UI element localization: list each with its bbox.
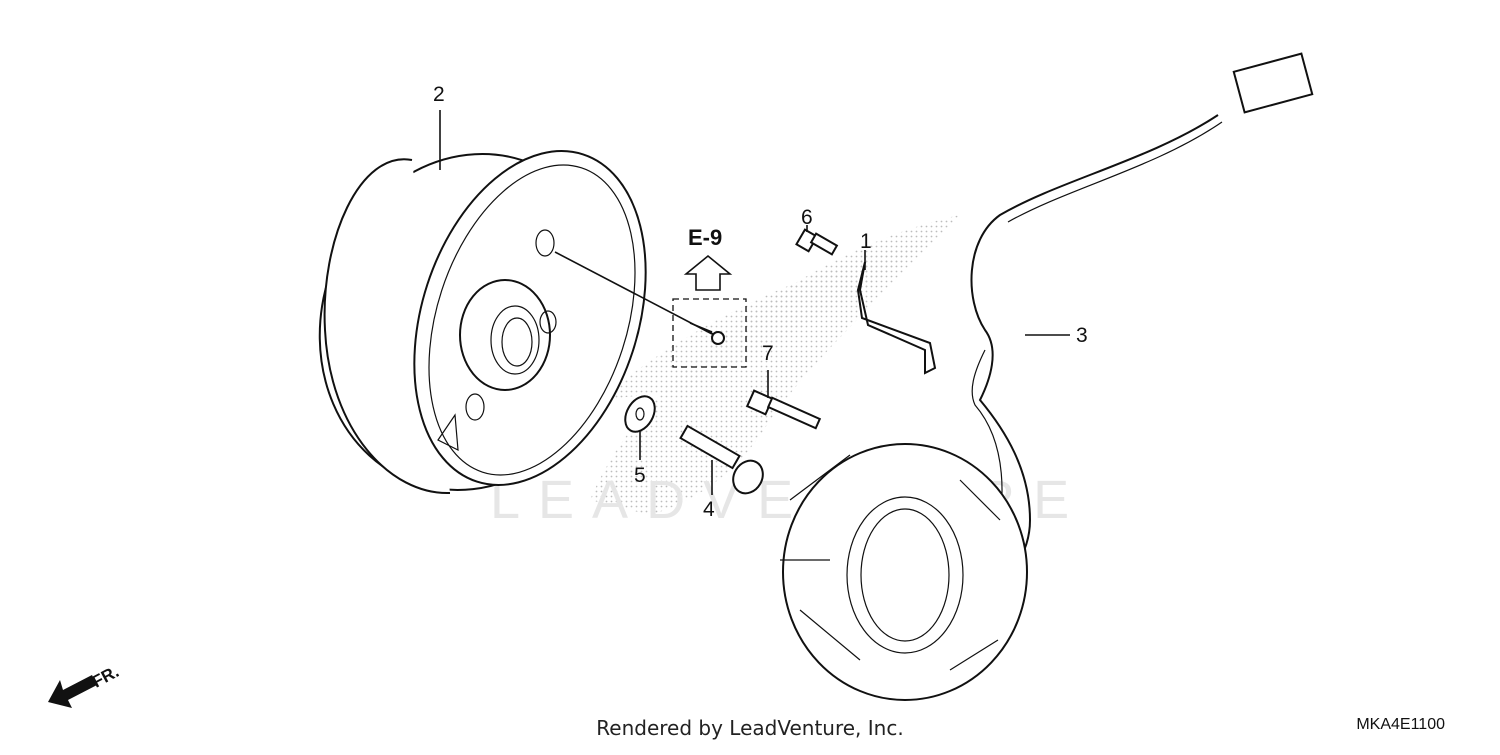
e9-reference: E-9 [672,225,747,368]
callout-labels: 2 6 1 3 7 5 4 [433,83,1088,521]
front-arrow-icon [48,675,97,708]
cable-clamp [856,261,937,375]
callout-1: 1 [860,230,872,253]
bolt-4 [679,424,764,495]
callout-6: 6 [801,206,813,229]
connector [1232,52,1314,114]
bolt-6 [795,228,839,256]
bolt-7 [745,389,822,430]
flywheel-rotor [318,150,647,495]
callout-2: 2 [433,83,445,106]
callout-3: 3 [1076,324,1088,347]
callout-7: 7 [762,342,774,365]
washer-5 [624,395,656,433]
diagram-code: MKA4E1100 [1356,716,1445,733]
footer-credit: Rendered by LeadVenture, Inc. [596,716,904,740]
stator-assembly [780,52,1314,701]
up-arrow-icon [683,254,733,291]
fr-label: FR. [89,662,122,692]
callout-5: 5 [634,464,646,487]
front-direction-indicator: FR. [48,662,122,708]
callout-4: 4 [703,498,715,521]
e9-label: E-9 [688,225,722,250]
